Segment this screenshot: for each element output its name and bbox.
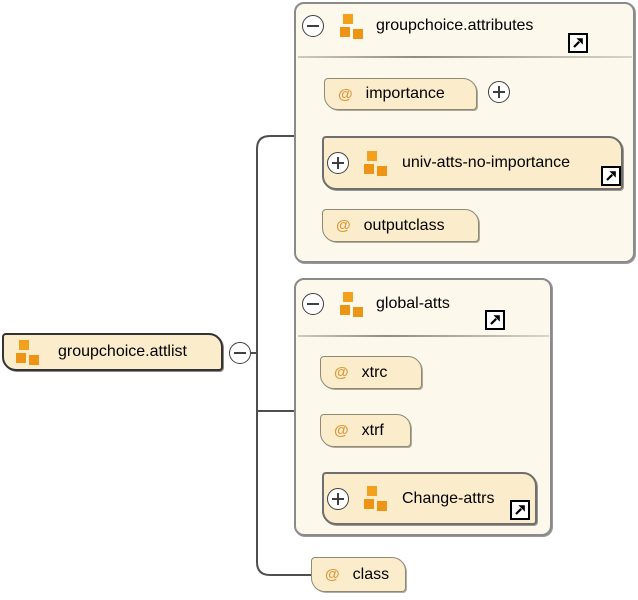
- attribute-label: xtrc: [361, 363, 388, 381]
- attribute-label: class: [352, 565, 390, 583]
- group-header-groupchoice-attributes[interactable]: groupchoice.attributes: [296, 4, 533, 48]
- group-icon: [364, 486, 388, 511]
- attribute-at-icon: @: [325, 566, 340, 583]
- node-attribute-outputclass[interactable]: @ outputclass: [322, 209, 479, 242]
- group-header-global-atts[interactable]: global-atts: [296, 280, 450, 328]
- group-icon: [364, 150, 388, 176]
- attribute-label: importance: [365, 85, 445, 102]
- group-icon: [16, 339, 40, 365]
- attribute-label: xtrf: [361, 421, 384, 439]
- node-attribute-xtrc[interactable]: @ xtrc: [320, 356, 422, 389]
- node-attribute-class[interactable]: @ class: [311, 557, 406, 592]
- expand-toggle-univ-atts-no-importance[interactable]: [327, 152, 349, 174]
- collapse-toggle-groupchoice-attlist[interactable]: [229, 342, 251, 364]
- group-ref-label: Change-attrs: [402, 489, 495, 507]
- node-group-change-attrs[interactable]: Change-attrs: [322, 472, 537, 525]
- open-link-arrow-icon[interactable]: [510, 500, 530, 520]
- attribute-at-icon: @: [338, 85, 353, 103]
- node-group-univ-atts-no-importance[interactable]: univ-atts-no-importance: [322, 136, 623, 190]
- node-attribute-xtrf[interactable]: @ xtrf: [320, 414, 411, 447]
- group-ref-label: univ-atts-no-importance: [402, 154, 571, 171]
- node-label: groupchoice.attlist: [58, 343, 187, 360]
- header-separator: [298, 56, 632, 58]
- attribute-label: outputclass: [363, 216, 445, 234]
- collapse-toggle-global-atts[interactable]: [302, 293, 324, 315]
- attribute-at-icon: @: [334, 364, 349, 381]
- expand-toggle-importance[interactable]: [488, 81, 510, 103]
- header-separator: [298, 335, 549, 337]
- node-groupchoice-attlist[interactable]: groupchoice.attlist: [2, 333, 223, 371]
- attribute-at-icon: @: [336, 217, 351, 234]
- expand-toggle-change-attrs[interactable]: [327, 487, 349, 510]
- open-link-arrow-icon[interactable]: [485, 310, 505, 330]
- group-icon: [340, 13, 364, 39]
- group-panel-global-atts: global-atts @ xtrc @ xtrf Change-attrs: [294, 278, 552, 536]
- collapse-toggle-groupchoice-attributes[interactable]: [302, 15, 324, 37]
- open-link-arrow-icon[interactable]: [601, 166, 621, 186]
- group-label: groupchoice.attributes: [376, 17, 534, 34]
- attribute-at-icon: @: [334, 422, 349, 439]
- group-panel-groupchoice-attributes: groupchoice.attributes @ importance univ…: [294, 2, 635, 263]
- open-link-arrow-icon[interactable]: [568, 33, 588, 53]
- node-attribute-importance[interactable]: @ importance: [324, 78, 477, 110]
- group-icon: [340, 291, 364, 317]
- group-label: global-atts: [376, 295, 450, 312]
